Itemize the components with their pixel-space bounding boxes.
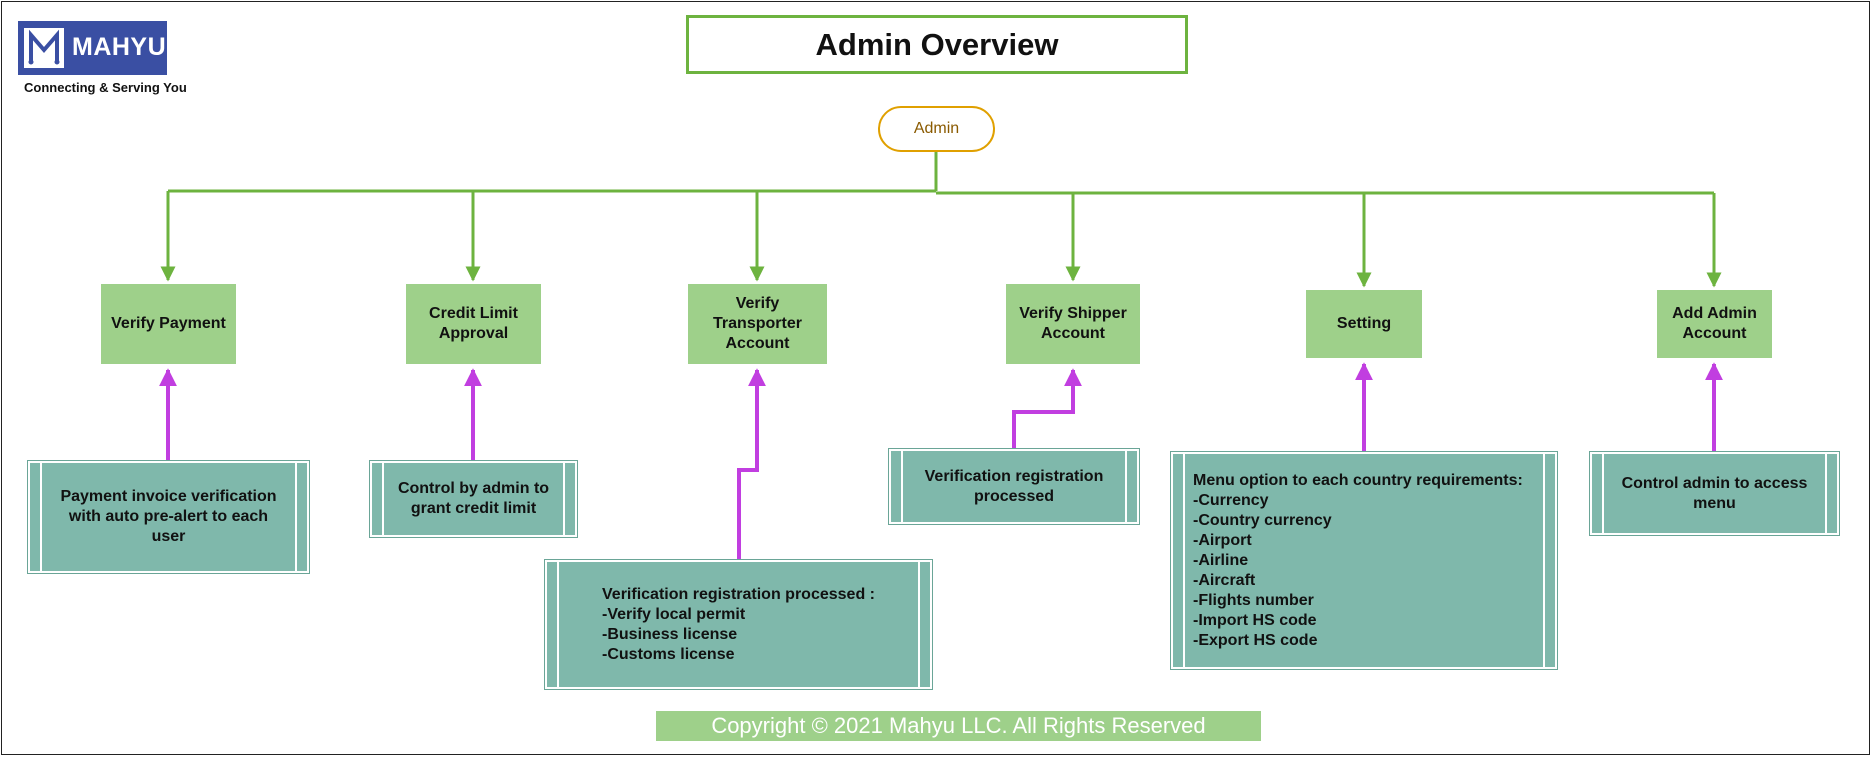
mahyu-logo-mark-icon [24,28,64,68]
desc-credit-limit-approval: Control by admin to grant credit limit [369,460,578,538]
desc-add-admin-text: Control admin to access menu [1621,474,1808,512]
mahyu-logo: MAHYU [18,21,167,75]
admin-root-node: Admin [878,106,995,152]
desc-verify-payment: Payment invoice verification with auto p… [27,460,310,574]
desc-verify-transporter-account: Verification registration processed : -V… [544,559,933,690]
desc-verify-transporter-text: Verification registration processed : -V… [602,585,875,663]
node-verify-transporter-account: Verify Transporter Account [688,284,827,364]
node-credit-limit-approval: Credit Limit Approval [406,284,541,364]
node-verify-payment: Verify Payment [101,284,236,364]
desc-verify-shipper-account: Verification registration processed [888,448,1140,525]
node-add-admin-account: Add Admin Account [1657,290,1772,358]
desc-verify-payment-text: Payment invoice verification with auto p… [60,488,277,545]
diagram-title: Admin Overview [686,15,1188,74]
desc-setting: Menu option to each country requirements… [1170,451,1558,670]
arrow-desc-verify-transporter [737,368,766,560]
desc-setting-text: Menu option to each country requirements… [1193,471,1523,649]
copyright-footer: Copyright © 2021 Mahyu LLC. All Rights R… [656,711,1261,741]
desc-add-admin-account: Control admin to access menu [1589,451,1840,536]
logo-text: MAHYU [72,33,167,61]
node-verify-shipper-account: Verify Shipper Account [1006,284,1140,364]
node-setting: Setting [1306,290,1422,358]
arrow-desc-verify-shipper [1012,368,1082,449]
logo-tagline: Connecting & Serving You [24,80,187,95]
desc-verify-shipper-text: Verification registration processed [924,467,1104,505]
desc-credit-limit-text: Control by admin to grant credit limit [397,480,550,517]
